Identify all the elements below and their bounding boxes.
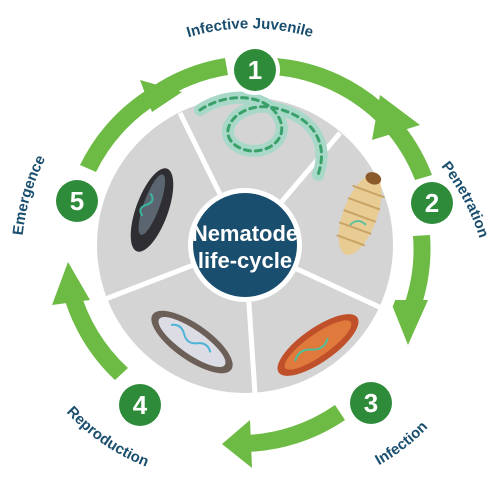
dark-pupa-icon [130,168,174,252]
center-title-line2: life-cycle [198,248,292,273]
label-infective-juvenile: Infective Juvenile [185,15,316,41]
step-badge-3: 3 [346,378,396,428]
arrow-head-2 [390,300,428,345]
arrow-head-4 [52,262,90,305]
center-circle: Nematode life-cycle [188,188,302,302]
label-emergence: Emergence [10,153,49,236]
arrow-segment-3 [245,405,345,452]
worm-icon [194,91,328,181]
step-number-3: 3 [364,388,378,418]
step-badge-1: 1 [230,45,280,95]
infected-larva-icon [277,314,359,376]
center-title-line1: Nematode [192,221,298,246]
arrow-ring [52,58,432,468]
arrow-segment-1 [274,58,395,127]
step-number-1: 1 [248,55,262,85]
step-badge-2: 2 [407,178,457,228]
step-badge-5: 5 [52,176,102,226]
reproducing-larva-icon [151,310,233,374]
arrow-segment-2b [382,115,432,180]
arrow-head-3 [222,420,252,468]
arrow-segment-5b [150,58,228,102]
step-number-2: 2 [425,188,439,218]
step-badge-4: 4 [115,380,165,430]
larva-icon [336,172,385,255]
arrow-segment-4 [62,287,128,380]
step-number-5: 5 [70,186,84,216]
arrow-segment-2 [404,235,431,310]
step-number-4: 4 [133,390,148,420]
arrow-segment-5 [80,88,160,172]
